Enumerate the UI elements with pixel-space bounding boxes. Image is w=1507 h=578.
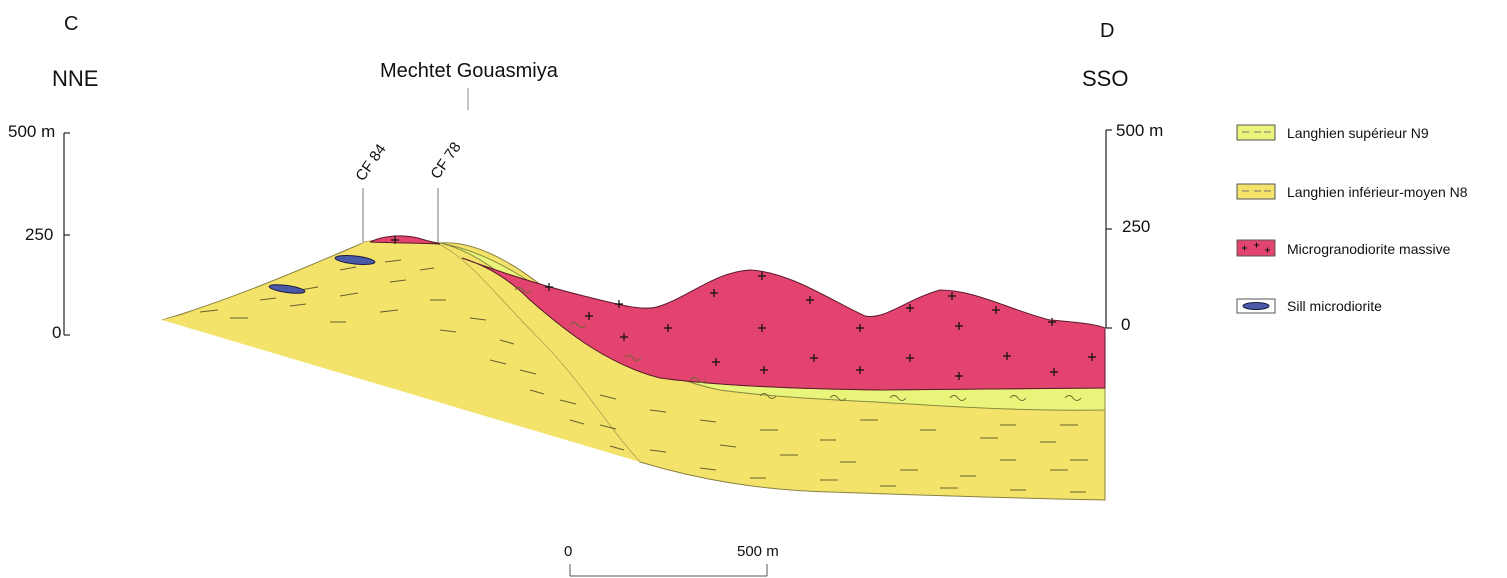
layer-langhien-n8-lower xyxy=(162,238,640,462)
right-scale-0: 0 xyxy=(1121,315,1130,334)
borehole-cf84: CF 84 xyxy=(352,141,390,242)
legend-item-microgranodiorite: Microgranodiorite massive xyxy=(1236,239,1451,257)
section-end-letter: D xyxy=(1100,20,1114,42)
start-orientation: NNE xyxy=(52,66,98,91)
microgranodiorite-cross-marks xyxy=(391,236,1096,380)
legend: Langhien supérieur N9 Langhien inférieur… xyxy=(1236,124,1468,314)
horizontal-scale-bar: 0 500 m xyxy=(564,543,779,577)
sill-bodies xyxy=(268,255,376,294)
right-vertical-scale: 500 m 250 0 xyxy=(1105,121,1163,334)
n9-wave-marks xyxy=(514,287,1082,401)
left-scale-250: 250 xyxy=(25,225,53,244)
left-vertical-scale: 500 m 250 0 xyxy=(8,122,70,342)
right-scale-250: 250 xyxy=(1122,217,1150,236)
summit-microgranodiorite-cap xyxy=(369,235,441,245)
borehole-cf78-label: CF 78 xyxy=(427,139,464,182)
right-scale-500: 500 m xyxy=(1116,121,1163,140)
locality-label: Mechtet Gouasmiya xyxy=(380,60,559,82)
legend-item-n9: Langhien supérieur N9 xyxy=(1236,124,1429,141)
legend-label-sill: Sill microdiorite xyxy=(1287,298,1382,314)
legend-label-n9: Langhien supérieur N9 xyxy=(1287,125,1429,141)
layer-microgranodiorite xyxy=(461,257,1106,391)
end-orientation: SSO xyxy=(1082,66,1128,91)
left-scale-500: 500 m xyxy=(8,122,55,141)
hscale-end-label: 500 m xyxy=(737,543,779,560)
legend-item-sill: Sill microdiorite xyxy=(1236,298,1382,314)
borehole-cf84-label: CF 84 xyxy=(352,141,389,184)
legend-item-n8: Langhien inférieur-moyen N8 xyxy=(1236,183,1468,200)
sill-upper xyxy=(334,255,376,265)
left-scale-0: 0 xyxy=(52,323,61,342)
borehole-cf78: CF 78 xyxy=(427,139,465,243)
n8-strata-marks xyxy=(199,259,1088,493)
legend-label-n8: Langhien inférieur-moyen N8 xyxy=(1287,184,1468,200)
section-start-letter: C xyxy=(64,13,78,35)
legend-label-microgranodiorite: Microgranodiorite massive xyxy=(1287,241,1451,257)
hscale-start-label: 0 xyxy=(564,543,572,560)
sill-lower xyxy=(268,284,306,294)
